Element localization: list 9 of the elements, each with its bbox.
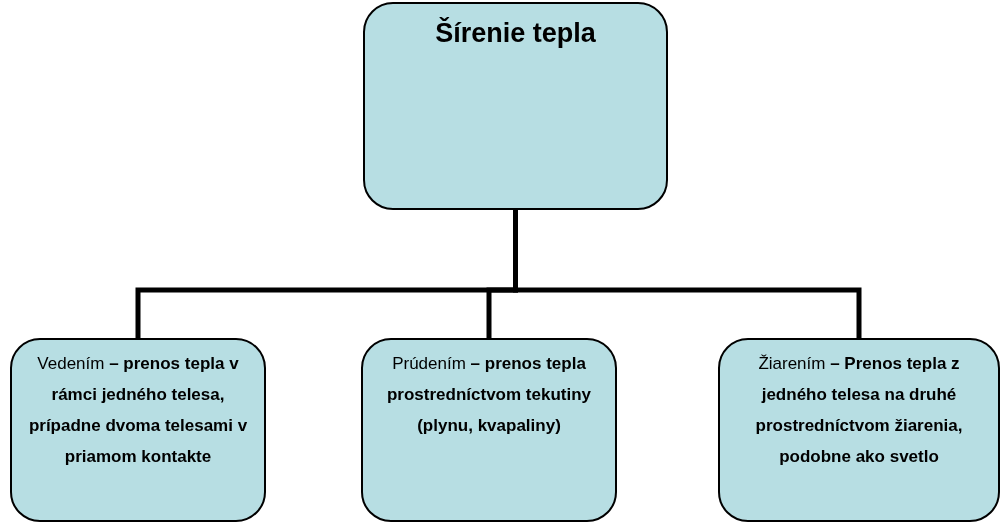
topic-text: Vedením – prenos tepla v rámci jedného telesa, prípadne dvoma telesami v priamom kontakte [27, 353, 249, 468]
root-box [363, 2, 668, 210]
connector-line [513, 210, 862, 338]
topic-text: Žiarením – Prenos tepla z jedného telesa na druhé prostredníctvom žiarenia, podobne ako svetlo [754, 353, 964, 468]
topic-box [718, 338, 1000, 522]
title-text: Šírenie tepla [435, 18, 596, 49]
topic-text: Prúdením – prenos tepla prostredníctvom tekutiny (plynu, kvapaliny) [385, 353, 592, 437]
topic-box [10, 338, 266, 522]
topic-box [361, 338, 617, 522]
